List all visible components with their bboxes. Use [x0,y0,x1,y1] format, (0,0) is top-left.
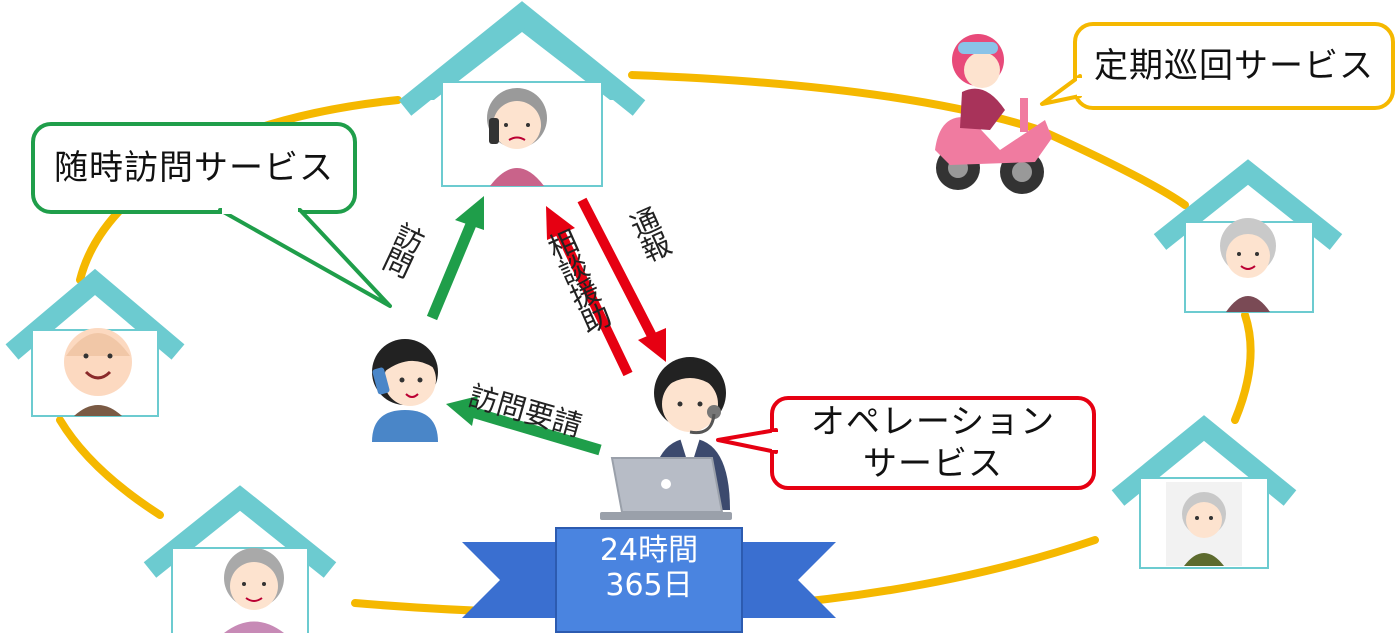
banner-24h [462,527,836,633]
elderly-person-icon [64,328,132,416]
bubble-operation [716,396,1096,490]
house-right-top [1153,159,1343,313]
house-right-bottom [1111,415,1297,569]
bubble-anytime [31,122,392,308]
bubble-periodic-label: 定期巡回サービス [1094,45,1374,86]
banner-label: 24時間 365日 [556,533,742,603]
bubble-operation-line2: サービス [863,444,1003,484]
caregiver-icon [372,339,438,442]
bubble-anytime-label: 随時訪問サービス [54,147,334,188]
arrow-consult [546,206,633,377]
bubble-operation-line1: オペレーション [810,401,1056,442]
bubble-periodic [1040,22,1395,110]
elderly-person-icon [1166,482,1242,566]
house-top [398,1,646,187]
arrow-visit [426,196,484,321]
arrow-report [577,197,666,362]
arrow-visit-request [446,396,602,456]
house-bottom-left [143,485,337,633]
scooter-icon [935,34,1052,194]
laptop-icon [600,457,732,520]
elderly-person-icon [224,548,284,633]
elderly-person-icon [1220,218,1276,312]
banner-line2: 365日 [605,567,693,603]
banner-line1: 24時間 [599,533,699,568]
bubble-operation-label: オペレーション サービス [775,400,1091,486]
house-left [5,268,185,417]
elderly-person-icon [487,88,547,186]
